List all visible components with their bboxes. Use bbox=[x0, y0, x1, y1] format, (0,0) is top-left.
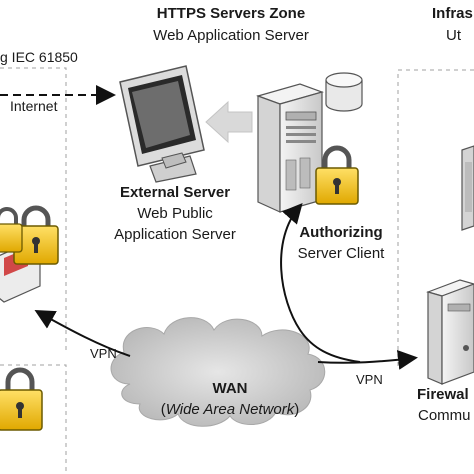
left-lock-icon-small bbox=[0, 207, 23, 253]
zone-subtitle: Web Application Server bbox=[153, 27, 309, 44]
firewall-title: Firewal bbox=[417, 386, 469, 403]
left-zone-label: g IEC 61850 bbox=[0, 49, 78, 65]
wan-subtitle: Wide Area Network bbox=[165, 401, 295, 418]
wan-subtitle-wrapper: (Wide Area Network) bbox=[160, 401, 300, 418]
wan-title: WAN bbox=[212, 380, 248, 397]
left-zone-boundary bbox=[0, 67, 67, 474]
external-server-line2: Application Server bbox=[114, 226, 236, 243]
right-zone-subtitle: Ut bbox=[446, 27, 461, 44]
firewall-subtitle: Commu bbox=[418, 407, 471, 424]
zone-title: HTTPS Servers Zone bbox=[156, 5, 306, 22]
vpn-right-label: VPN bbox=[356, 372, 383, 387]
external-server-title: External Server bbox=[119, 184, 231, 201]
external-server-line1: Web Public bbox=[137, 205, 213, 222]
right-zone-boundary bbox=[397, 69, 474, 370]
internet-label: Internet bbox=[10, 98, 58, 114]
vpn-connection-right bbox=[317, 349, 418, 370]
vpn-connection-left bbox=[34, 310, 131, 357]
wan-cloud bbox=[110, 317, 326, 427]
monitor-icon bbox=[119, 65, 205, 183]
authorizing-connection bbox=[280, 202, 361, 363]
left-lock-icon-lower bbox=[0, 367, 43, 431]
lock-icon bbox=[315, 145, 359, 205]
vpn-left-label: VPN bbox=[90, 346, 117, 361]
authorizing-title: Authorizing bbox=[299, 224, 383, 241]
right-zone-title: Infras bbox=[432, 5, 473, 22]
server-tower-icon bbox=[256, 83, 324, 213]
gray-arrow bbox=[205, 100, 253, 144]
database-icon bbox=[325, 72, 363, 112]
authorizing-subtitle: Server Client bbox=[297, 245, 385, 262]
right-server-icon-top bbox=[461, 145, 474, 231]
firewall-server-icon bbox=[426, 279, 474, 385]
